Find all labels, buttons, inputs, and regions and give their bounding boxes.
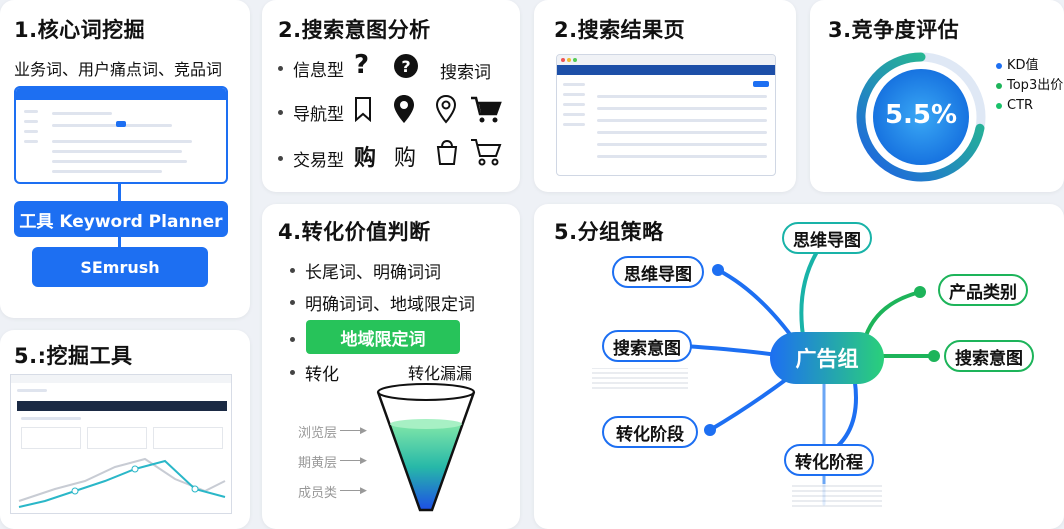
analytics-screenshot: [10, 374, 232, 514]
mindmap-node-left-1: 思维导图: [612, 256, 704, 288]
mindmap-node-right-1: 产品类别: [938, 274, 1028, 306]
mindmap-node-bottom: 转化阶程: [784, 444, 874, 476]
panel-mining-tools: 5.:挖掘工具: [0, 330, 250, 529]
panel-keyword-mining: 1.核心词挖掘 业务词、用户痛点词、竞品词 工具 Keyword Planner…: [0, 0, 250, 318]
panel-title: 5.分组策略: [554, 220, 664, 244]
panel-title: 2.搜索结果页: [554, 18, 686, 42]
funnel-level-label: 浏览层: [298, 426, 338, 441]
intent-row-transactional: 交易型: [278, 146, 344, 171]
panel-conversion-value: 4.转化价值判断 长尾词、明确词词 明确词词、地域限定词 地域限定词 转化 转化…: [262, 204, 520, 529]
legend-dot: [996, 82, 1002, 89]
gauge-value: 5.5%: [884, 100, 958, 130]
panel-title: 2.搜索意图分析: [278, 18, 431, 42]
bookmark-icon: [355, 97, 371, 122]
legend-item: CTR: [996, 96, 1063, 116]
buy-glyph: 购: [394, 146, 417, 171]
semrush-button[interactable]: SEmrush: [32, 247, 208, 287]
buy-glyph: 购: [354, 146, 377, 171]
panel-title: 1.核心词挖掘: [14, 18, 146, 42]
trend-line-chart: [18, 457, 226, 508]
panel-title: 3.竞争度评估: [828, 18, 960, 42]
panel-title: 5.:挖掘工具: [14, 344, 133, 368]
funnel-label: 转化漏漏: [408, 364, 473, 383]
funnel-level-label: 成员类: [298, 486, 338, 501]
mindmap-node-left-3: 转化阶段: [602, 416, 698, 448]
intent-row-informational: 信息型: [278, 56, 344, 81]
legend-dot: [996, 62, 1002, 69]
competition-gauge: [856, 52, 986, 182]
keyword-planner-button[interactable]: 工具 Keyword Planner: [14, 201, 228, 237]
mindmap-node-top: 思维导图: [782, 222, 872, 254]
panel-search-intent: 2.搜索意图分析 信息型 ? ? 搜索词 导航型 交易型 购 购: [262, 0, 520, 192]
mindmap-node-left-2: 搜索意图: [602, 330, 692, 362]
shopping-cart-filled-icon: [471, 96, 502, 123]
question-circle-icon: ?: [394, 54, 418, 78]
conversion-item: 明确词词、地域限定词: [290, 290, 475, 315]
competition-legend: KD值 Top3出价 CTR: [996, 56, 1063, 116]
legend-item: Top3出价: [996, 76, 1063, 96]
shopping-bag-icon: [436, 139, 458, 165]
legend-dot: [996, 102, 1002, 109]
panel-grouping-strategy: 5.分组策略 思维导图 搜索意图 转化阶段 思维导图 产品类别 搜索意图 转化阶…: [534, 204, 1064, 529]
panel-title: 4.转化价值判断: [278, 220, 431, 244]
mindmap-node-right-2: 搜索意图: [944, 340, 1034, 372]
panel-competition: 3.竞争度评估 5.5% KD值 Top3出价 CTR: [810, 0, 1064, 192]
intent-search-term: 搜索词: [440, 63, 491, 83]
serp-screenshot: [556, 54, 776, 176]
intent-row-navigational: 导航型: [278, 100, 344, 125]
gauge-arc: [856, 52, 985, 182]
mindmap-center-ad-group: 广告组: [770, 332, 884, 384]
location-pin-icon: [435, 94, 457, 124]
panel-serp: 2.搜索结果页: [534, 0, 796, 192]
question-icon: ?: [354, 50, 370, 80]
keyword-tool-screenshot: [14, 86, 228, 184]
conversion-item: 长尾词、明确词词: [290, 258, 441, 283]
panel-subtitle: 业务词、用户痛点词、竞品词: [14, 60, 223, 79]
conversion-item: 转化: [290, 360, 339, 385]
funnel-level-label: 期黄层: [298, 456, 338, 471]
location-pin-filled-icon: [394, 95, 414, 123]
faded-caption: [592, 368, 688, 392]
legend-item: KD值: [996, 56, 1063, 76]
highlight-region-term: 地域限定词: [306, 320, 460, 354]
shopping-cart-icon: [471, 139, 502, 166]
conversion-funnel: [376, 383, 476, 512]
faded-caption: [792, 484, 882, 510]
